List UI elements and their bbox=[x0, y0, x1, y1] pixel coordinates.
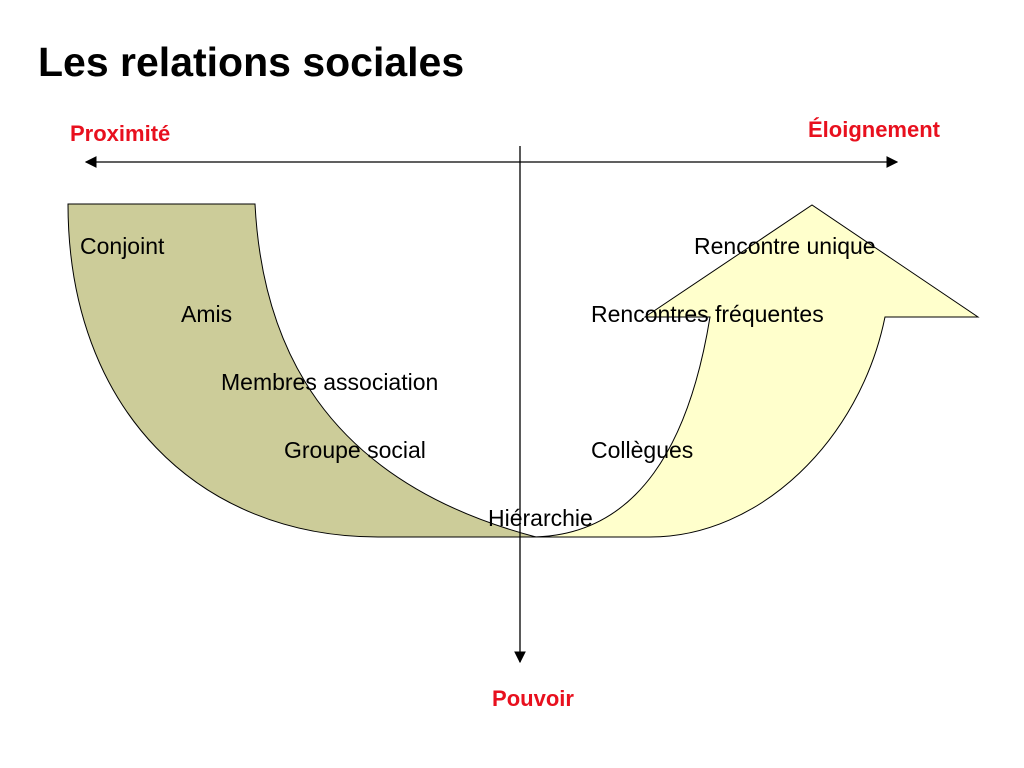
label-conjoint: Conjoint bbox=[80, 233, 165, 259]
label-amis: Amis bbox=[181, 301, 232, 327]
axis-label-eloignement: Éloignement bbox=[808, 117, 941, 142]
label-hierarchie: Hiérarchie bbox=[488, 505, 593, 531]
left-curved-arrow bbox=[67, 203, 537, 538]
right-curved-arrow bbox=[529, 204, 980, 538]
label-membres-association: Membres association bbox=[221, 369, 438, 395]
axis-label-proximite: Proximité bbox=[70, 121, 170, 146]
axis-label-pouvoir: Pouvoir bbox=[492, 686, 574, 711]
label-collegues: Collègues bbox=[591, 437, 693, 463]
label-groupe-social: Groupe social bbox=[284, 437, 426, 463]
label-rencontres-frequentes: Rencontres fréquentes bbox=[591, 301, 824, 327]
label-rencontre-unique: Rencontre unique bbox=[694, 233, 876, 259]
slide-title: Les relations sociales bbox=[38, 39, 464, 85]
